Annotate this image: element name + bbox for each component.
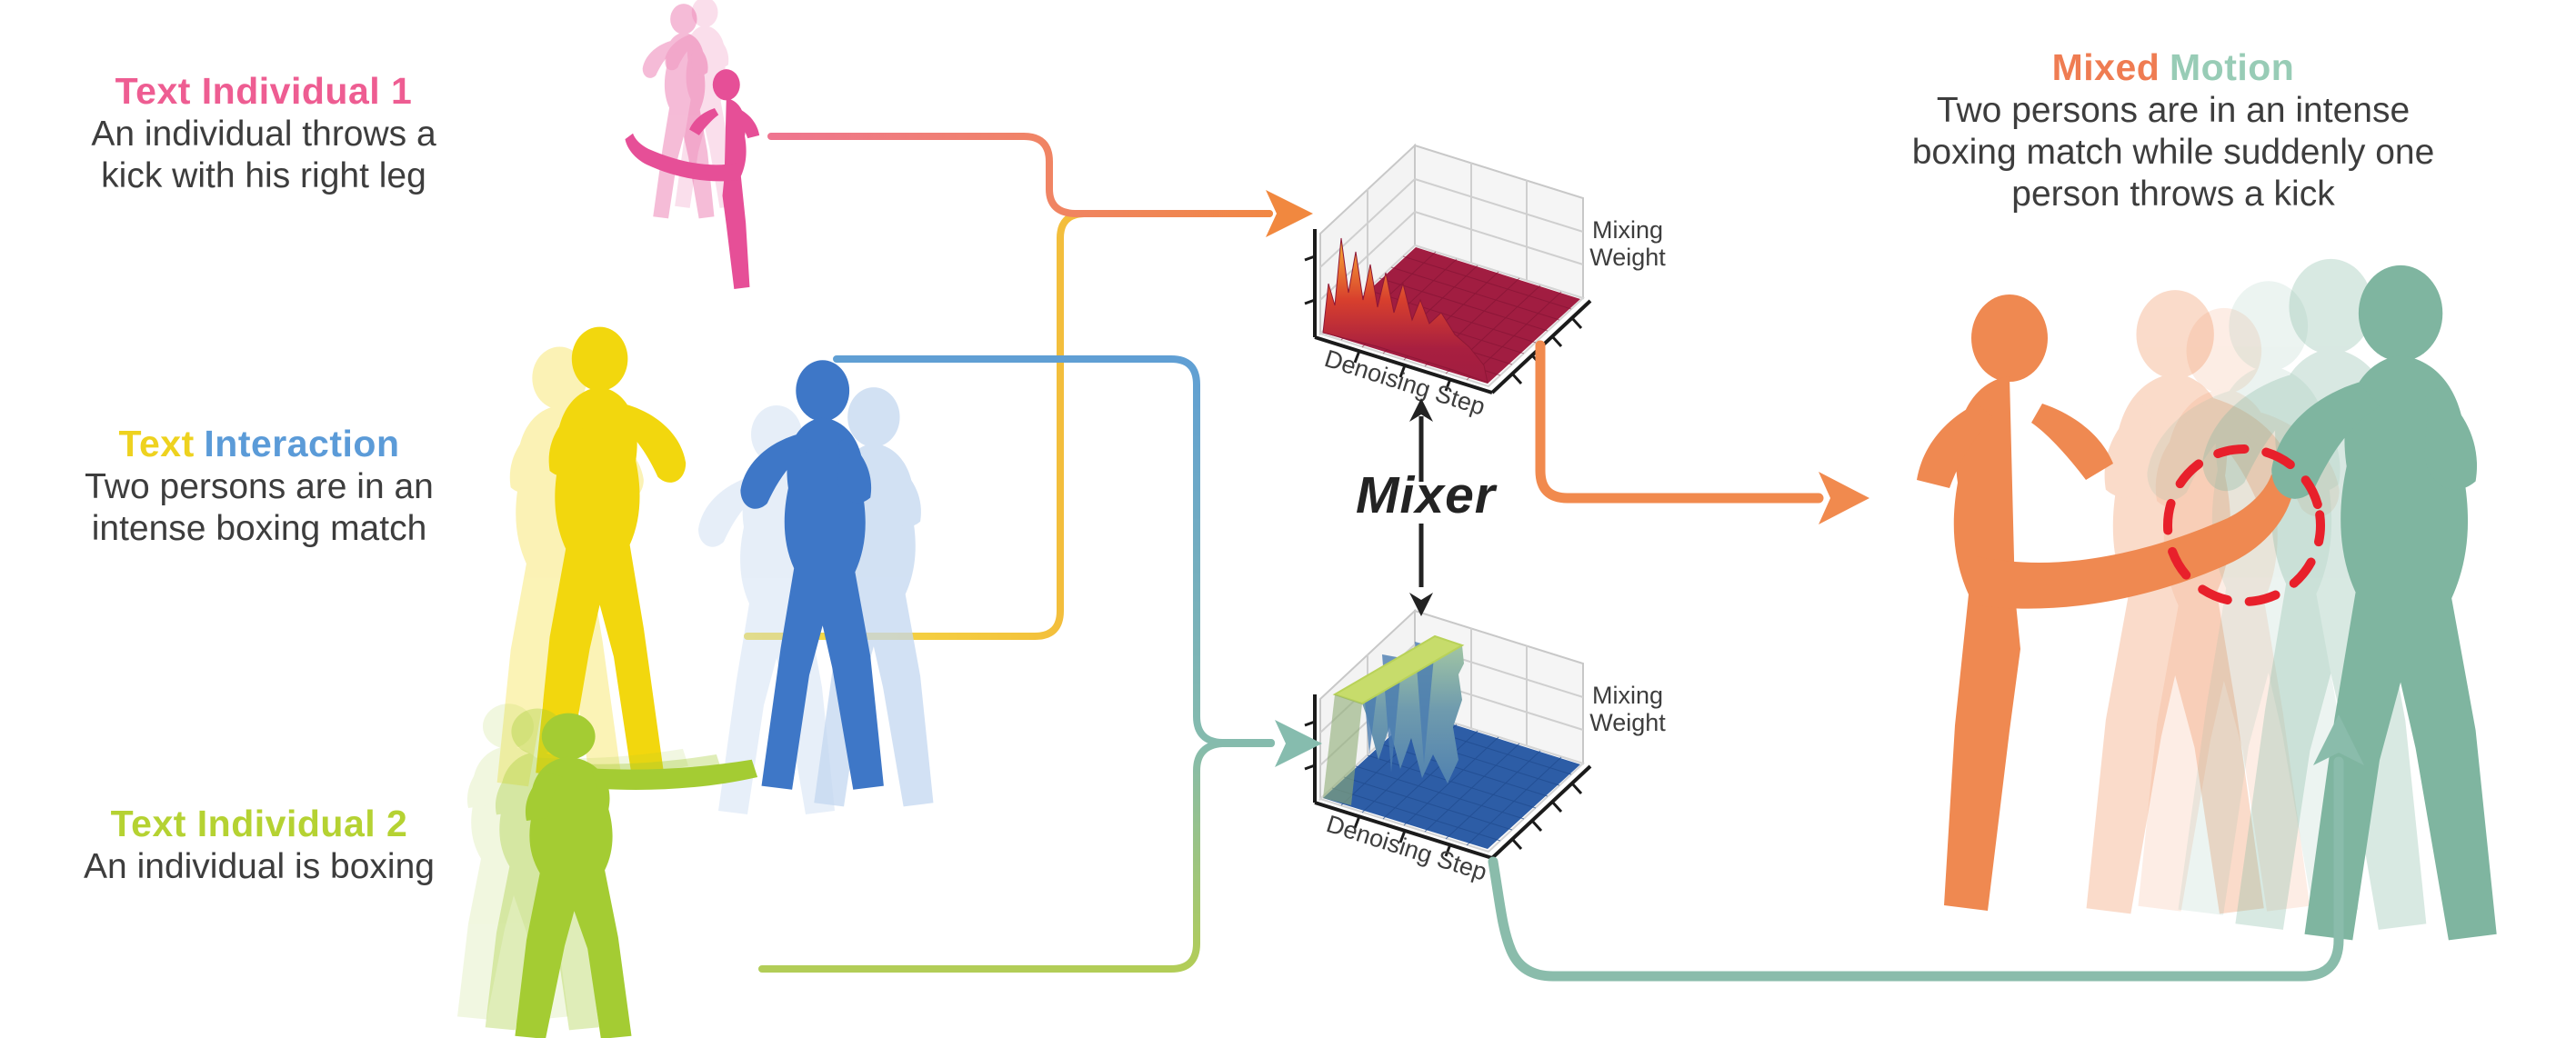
description-line: kick with his right leg [101, 156, 426, 195]
arrowhead-teal-into-bottom-plot [1275, 720, 1322, 767]
mixed-motion-figure-group [1917, 258, 2497, 941]
kick-highlight-circle [2163, 444, 2325, 606]
plot-ylabel-line2: Weight [1589, 244, 1666, 271]
mixing-weight-plot-interaction: Mixing Weight Denoising Step [1303, 609, 1666, 886]
title-part: Motion [2170, 46, 2295, 88]
input-individual1-description: An individual throws a kick with his rig… [32, 114, 496, 197]
plot-ylabel-line2: Weight [1589, 709, 1666, 736]
arrow-mixer-to-teal-figure [1488, 756, 2344, 982]
mixer-label: Mixer [1356, 466, 1496, 524]
description-line: Two persons are in an [85, 467, 434, 506]
output-arrows [1488, 340, 2344, 982]
input-individual1-title: Text Individual 1 [32, 69, 496, 114]
surface-curtain-side [1323, 694, 1362, 805]
description-line: boxing match while suddenly one [1911, 133, 2435, 172]
mixer-arrows [1409, 398, 1433, 616]
description-line: An individual is boxing [84, 847, 435, 886]
arrow-individual1-to-mixer [767, 133, 1273, 217]
title-part: Interaction [204, 423, 400, 464]
title-part: Text [118, 423, 195, 464]
plot-ylabel-line1: Mixing [1592, 682, 1663, 709]
surface-curtain-face [1362, 645, 1464, 783]
arrowhead-orange-into-top-plot [1266, 190, 1313, 237]
input-individual2-description: An individual is boxing [23, 846, 496, 888]
input-individual1-block: Text Individual 1 An individual throws a… [32, 69, 496, 197]
surface-peaks [1322, 237, 1488, 384]
description-line: Two persons are in an intense [1936, 91, 2411, 130]
title-part: Text Individual 2 [110, 803, 408, 844]
title-part: Mixed [2051, 46, 2160, 88]
mixed-motion-description: Two persons are in an intense boxing mat… [1850, 90, 2496, 215]
arrowhead-orange-output [1819, 472, 1869, 524]
description-line: intense boxing match [91, 509, 427, 548]
description-line: An individual throws a [91, 115, 436, 154]
mixing-weight-plot-individual: Mixing Weight Denoising Step [1303, 144, 1666, 421]
input-individual2-title: Text Individual 2 [23, 802, 496, 846]
arrow-individual2-to-mixer [758, 740, 1275, 973]
input-interaction-description: Two persons are in an intense boxing mat… [23, 466, 496, 550]
input-individual2-block: Text Individual 2 An individual is boxin… [23, 802, 496, 888]
plot-ylabel-line1: Mixing [1592, 216, 1663, 244]
arrow-interaction-blue-to-mixer [833, 355, 1275, 746]
arrowhead-teal-output [2313, 714, 2364, 765]
individual1-figure-group [625, 0, 760, 289]
arrow-mixer-to-mixed-motion [1535, 340, 1824, 504]
title-part: Text Individual 1 [115, 70, 413, 112]
input-arrows [744, 133, 1275, 973]
description-line: person throws a kick [2011, 175, 2335, 214]
